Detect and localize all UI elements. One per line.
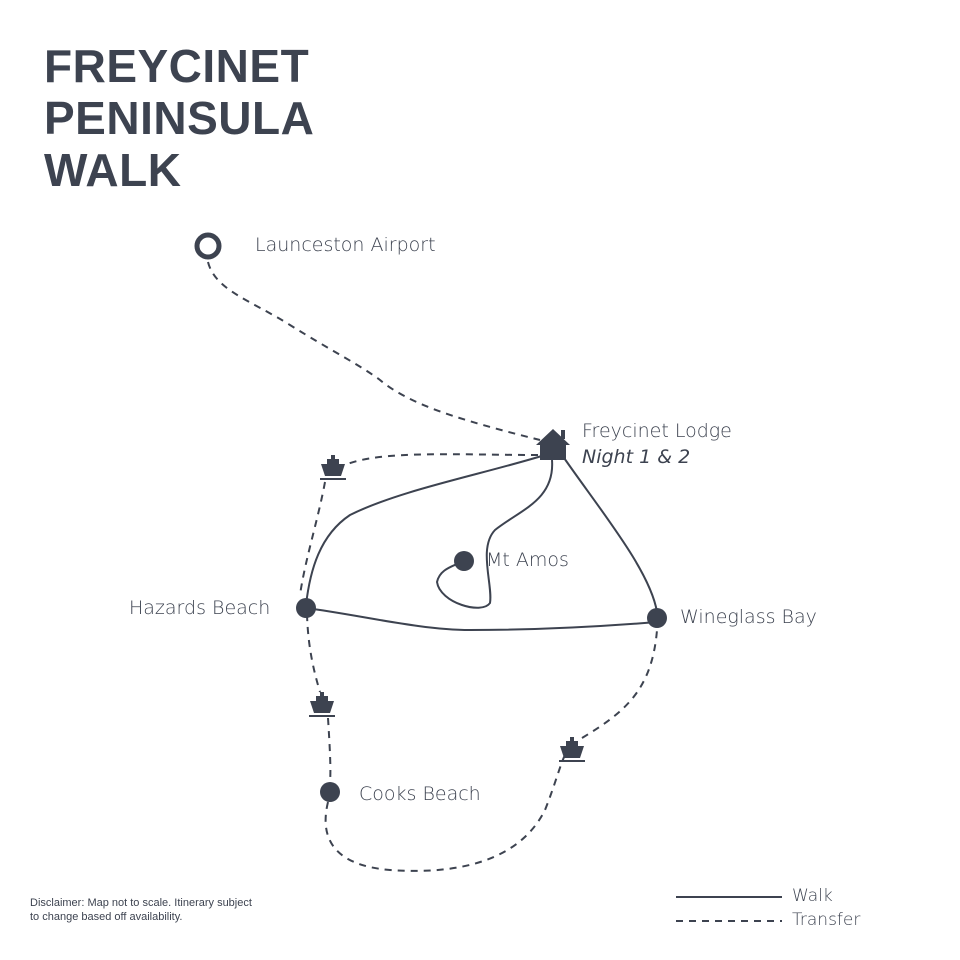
boat-icon: [320, 455, 346, 480]
hazards-label: Hazards Beach: [129, 597, 271, 619]
transfer-airport-lodge: [207, 261, 541, 441]
airport-label: Launceston Airport: [255, 234, 436, 256]
boat-icon: [309, 692, 335, 717]
title-line: FREYCINET: [44, 40, 310, 92]
walk-lodge-mt-amos: [435, 459, 554, 609]
disclaimer: Disclaimer: Map not to scale. Itinerary …: [30, 896, 252, 924]
transfer-boat-cooks: [327, 717, 332, 783]
walk-lodge-wineglass: [561, 454, 658, 613]
disclaimer-line: to change based off availability.: [30, 911, 183, 923]
wineglass-marker: [647, 608, 667, 628]
mt-amos-label: Mt Amos: [486, 549, 569, 571]
mt-amos-marker: [454, 551, 474, 571]
legend-transfer-label: Transfer: [792, 910, 861, 930]
page-title: FREYCINET PENINSULA WALK: [44, 40, 314, 196]
hazards-marker: [296, 598, 316, 618]
lodge-label: Freycinet Lodge: [582, 420, 732, 442]
walk-hazards-wineglass: [305, 607, 658, 632]
transfer-lodge-boat: [344, 453, 539, 466]
cooks-marker: [320, 782, 340, 802]
disclaimer-line: Disclaimer: Map not to scale. Itinerary …: [30, 897, 252, 909]
title-line: WALK: [44, 144, 182, 196]
transfer-boat-hazards: [299, 481, 326, 596]
transfer-boat-wineglass: [581, 629, 658, 739]
lodge-house-icon: [536, 429, 570, 460]
cooks-label: Cooks Beach: [359, 783, 481, 805]
walk-lodge-hazards: [305, 454, 546, 606]
title-line: PENINSULA: [44, 92, 315, 144]
transfer-cooks-boat: [324, 754, 566, 872]
airport-icon: [194, 232, 222, 260]
transfer-hazards-boat: [306, 613, 321, 693]
legend-walk-label: Walk: [792, 886, 833, 906]
boat-icon: [559, 737, 585, 762]
wineglass-label: Wineglass Bay: [680, 606, 817, 628]
lodge-night-label: Night 1 & 2: [582, 446, 691, 468]
